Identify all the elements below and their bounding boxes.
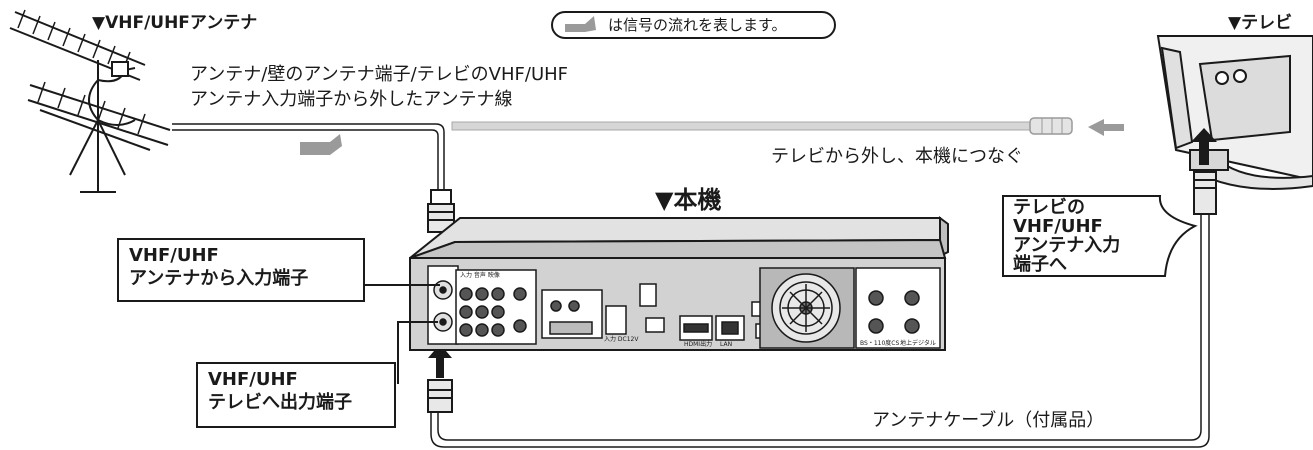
insert-arrow-up [1191, 128, 1217, 165]
dc-input-label: 入力 DC12V [604, 336, 639, 343]
callout-line4: 端子へ [1013, 254, 1067, 275]
callout-line2: VHF/UHF [1013, 216, 1103, 237]
main-unit-title: ▼本機 [655, 186, 722, 214]
input-terminal-label-box: VHF/UHF アンテナから入力端子 [117, 238, 365, 302]
accessory-antenna-cable [430, 214, 1210, 448]
legend-text: は信号の流れを表します。 [608, 16, 787, 34]
input-box-line2: アンテナから入力端子 [129, 268, 309, 289]
leader-lines [364, 195, 1198, 384]
input-box-line1: VHF/UHF [129, 245, 219, 266]
antenna-wire-note-line2: アンテナ入力端子から外したアンテナ線 [190, 89, 513, 110]
signal-flow-arrow [300, 134, 342, 155]
tv-header: ▼テレビ [1228, 13, 1293, 33]
antenna-wire-note-line1: アンテナ/壁のアンテナ端子/テレビのVHF/UHF [190, 64, 569, 85]
gray-arrow-left [1088, 119, 1124, 136]
tv-illustration [1156, 35, 1313, 190]
legend-pill [551, 11, 836, 39]
output-terminal-label-box: VHF/UHF テレビへ出力端子 [196, 362, 396, 428]
digital-group-label: 地上デジタル [900, 340, 936, 347]
av-input-group-label: 入力 音声 映像 [460, 272, 500, 279]
output-box-line2: テレビへ出力端子 [208, 392, 352, 413]
hdmi-port-label: HDMI出力 [684, 341, 713, 348]
lan-port-label: LAN [720, 341, 733, 348]
cable-label: アンテナケーブル（付属品） [872, 410, 1105, 431]
recorder-back-panel [427, 265, 941, 349]
bs-cs-group-label: BS・110度CS [860, 340, 900, 347]
output-box-line1: VHF/UHF [208, 369, 298, 390]
callout-line1: テレビの [1013, 197, 1085, 218]
tv-antenna-cable [451, 117, 1073, 135]
tv-input-callout: テレビの VHF/UHF アンテナ入力 端子へ [1013, 198, 1120, 274]
vhf-uhf-antenna-illustration [9, 9, 171, 193]
callout-line3: アンテナ入力 [1013, 235, 1121, 256]
tv-disconnect-note: テレビから外し、本機につなぐ [771, 146, 1023, 167]
antenna-header: ▼VHF/UHFアンテナ [92, 13, 258, 33]
cable-plug-tv-side [1193, 171, 1217, 215]
antenna-wire [172, 123, 445, 190]
cable-plug-recorder-side [427, 379, 453, 413]
